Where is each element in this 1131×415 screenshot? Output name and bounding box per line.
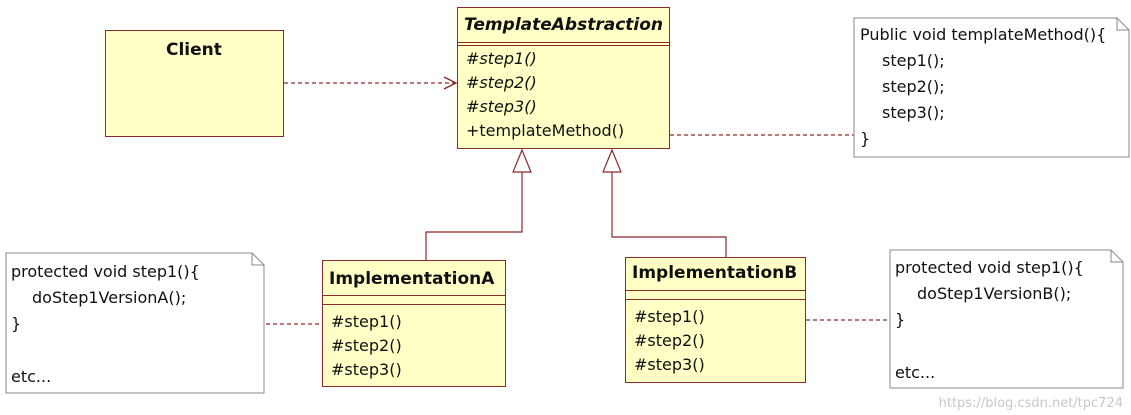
note-outline-template (853, 17, 1130, 158)
method-step3: #step3() (331, 360, 402, 379)
class-template-abstraction: TemplateAbstraction #step1() #step2() #s… (457, 7, 670, 149)
class-implementation-a-name: ImplementationA (329, 269, 495, 289)
class-client-name: Client (166, 40, 222, 60)
note-line: } (895, 310, 906, 329)
abstract-method-step1: #step1() (466, 49, 537, 68)
generalization-arrowhead-a (512, 148, 532, 173)
generalization-implementation-b (611, 172, 727, 257)
class-implementation-b-name: ImplementationB (632, 263, 798, 283)
note-line: etc... (11, 367, 52, 386)
note-line: } (860, 129, 871, 148)
method-step1: #step1() (634, 307, 705, 326)
note-line: protected void step1(){ (895, 258, 1084, 277)
class-divider (626, 299, 805, 300)
note-implementation-b: protected void step1(){ doStep1VersionB(… (890, 250, 1124, 389)
class-client: Client (105, 30, 284, 137)
note-outline-implementation-a (5, 252, 265, 394)
note-line: } (11, 314, 22, 333)
class-implementation-b: ImplementationB #step1() #step2() #step3… (625, 257, 806, 383)
watermark: https://blog.csdn.net/tpc724 (938, 396, 1123, 411)
note-line: Public void templateMethod(){ (860, 25, 1107, 44)
note-line: step2(); (882, 77, 945, 96)
class-divider (626, 290, 805, 291)
method-step1: #step1() (331, 312, 402, 331)
method-step2: #step2() (331, 336, 402, 355)
note-implementation-a: protected void step1(){ doStep1VersionA(… (6, 253, 265, 394)
generalization-implementation-a (425, 172, 523, 260)
note-line: step3(); (882, 103, 945, 122)
note-template-method: Public void templateMethod(){ step1(); s… (854, 18, 1130, 158)
abstract-method-step3: #step3() (466, 97, 537, 116)
class-divider (323, 304, 505, 305)
class-template-abstraction-name: TemplateAbstraction (464, 15, 664, 35)
method-step2: #step2() (634, 331, 705, 350)
note-line: doStep1VersionA(); (32, 288, 187, 307)
class-divider (458, 45, 669, 46)
note-line: etc... (895, 363, 936, 382)
note-line: protected void step1(){ (11, 262, 200, 281)
note-outline-implementation-b (889, 249, 1124, 389)
generalization-arrowhead-b (602, 148, 622, 173)
class-implementation-a: ImplementationA #step1() #step2() #step3… (322, 260, 506, 387)
method-template-method: +templateMethod() (466, 121, 625, 140)
method-step3: #step3() (634, 355, 705, 374)
abstract-method-step2: #step2() (466, 73, 537, 92)
note-line: doStep1VersionB(); (917, 284, 1072, 303)
note-line: step1(); (882, 51, 945, 70)
class-divider (458, 42, 669, 43)
class-divider (323, 295, 505, 296)
